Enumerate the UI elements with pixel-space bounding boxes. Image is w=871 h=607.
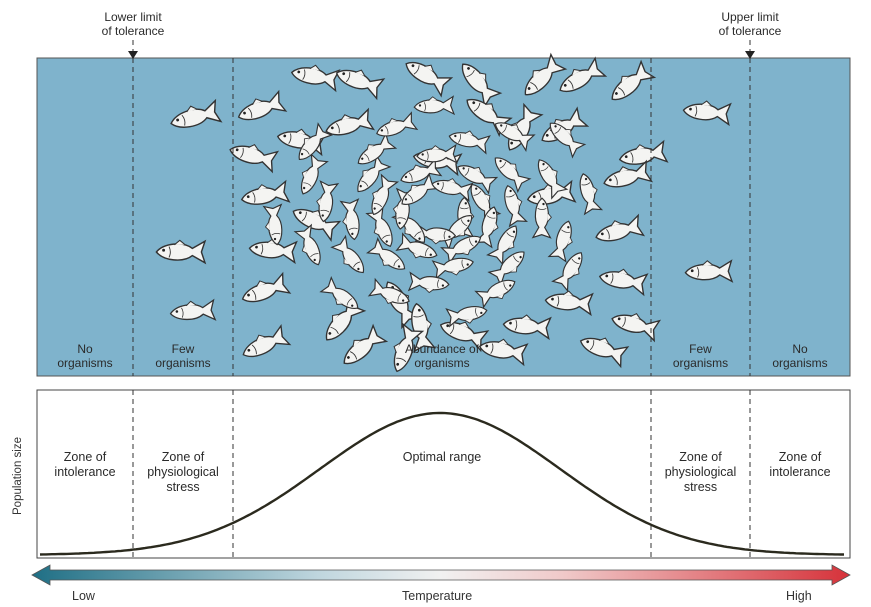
population-size-axis-label: Population size — [12, 437, 24, 515]
zone-intolerance-left-label: Zone of intolerance — [54, 450, 116, 479]
zone-intolerance-right-label: Zone of intolerance — [769, 450, 831, 479]
no-organisms-left-label: No organisms — [57, 342, 113, 370]
high-label: High — [786, 589, 812, 603]
no-organisms-right-label: No organisms — [772, 342, 828, 370]
population-panel — [36, 389, 851, 559]
lower-limit-label: Lower limit of tolerance — [101, 10, 165, 38]
temperature-gradient-arrow — [31, 564, 851, 586]
few-organisms-left-label: Few organisms — [155, 342, 211, 370]
temperature-label: Temperature — [402, 589, 473, 603]
lower-limit-arrow — [128, 51, 138, 59]
population-curve — [39, 411, 844, 556]
upper-limit-label: Upper limit of tolerance — [718, 10, 782, 38]
optimal-range-label: Optimal range — [402, 450, 482, 464]
abundance-label: Abundance of organisms — [404, 342, 480, 370]
low-label: Low — [72, 589, 95, 603]
upper-limit-arrow — [745, 51, 755, 59]
zone-stress-right-label: Zone of physiological stress — [664, 450, 737, 494]
few-organisms-right-label: Few organisms — [672, 342, 729, 370]
zone-stress-left-label: Zone of physiological stress — [147, 450, 219, 494]
